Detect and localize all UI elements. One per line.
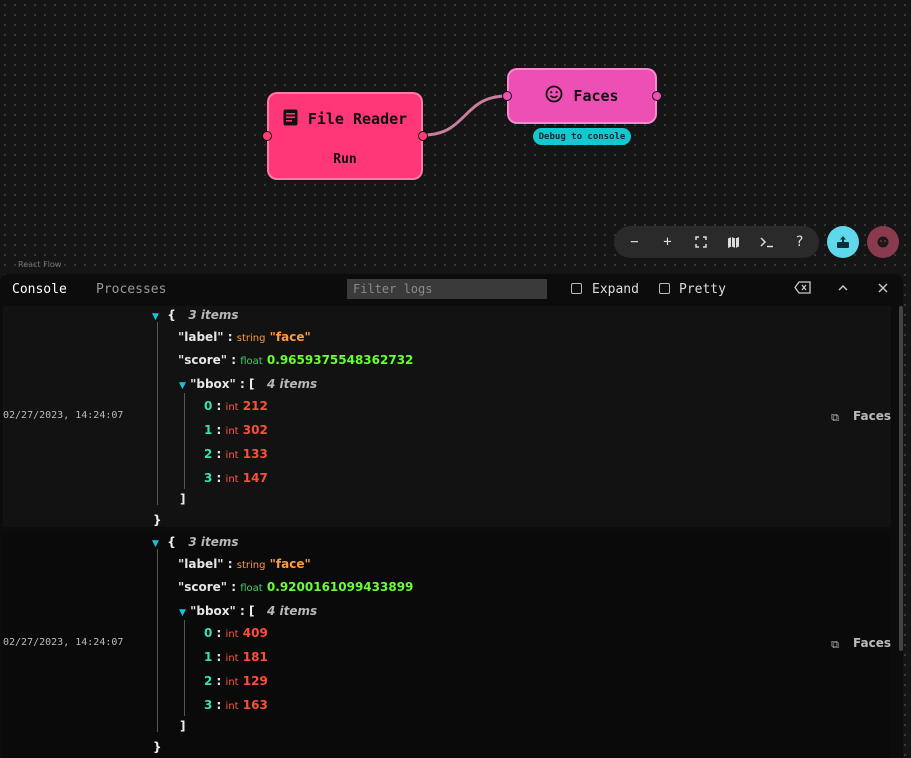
close-brace: } bbox=[153, 740, 162, 754]
property-score: "score" : float 0.9200161099433899 bbox=[178, 580, 414, 594]
log-timestamp: 02/27/2023, 14:24:07 bbox=[3, 410, 124, 421]
run-button[interactable]: Run bbox=[333, 152, 357, 167]
log-entry: 02/27/2023, 14:24:07 ⧉ Faces ▼ { 3 items… bbox=[3, 306, 891, 527]
log-timestamp: 02/27/2023, 14:24:07 bbox=[3, 637, 124, 648]
minimap-icon[interactable] bbox=[717, 226, 750, 258]
copy-icon[interactable]: ⧉ bbox=[831, 638, 839, 651]
smiley-icon bbox=[545, 85, 563, 107]
object-header[interactable]: ▼ { 3 items bbox=[152, 535, 239, 549]
document-icon bbox=[283, 109, 298, 130]
bbox-item: 1 : int 181 bbox=[204, 650, 268, 664]
node-title: File Reader bbox=[307, 110, 408, 128]
console-scrollbar[interactable] bbox=[899, 306, 903, 651]
share-button[interactable] bbox=[827, 226, 859, 258]
log-source: Faces bbox=[853, 636, 891, 650]
edge-filereader-faces bbox=[422, 94, 508, 137]
expand-label[interactable]: Expand bbox=[592, 282, 639, 297]
chevron-up-icon[interactable] bbox=[837, 280, 849, 298]
tab-processes[interactable]: Processes bbox=[96, 282, 167, 297]
object-header[interactable]: ▼ { 3 items bbox=[152, 308, 239, 322]
bbox-item: 3 : int 147 bbox=[204, 471, 268, 485]
output-handle[interactable] bbox=[652, 91, 662, 101]
debug-to-console-badge[interactable]: Debug to console bbox=[533, 128, 631, 145]
input-handle[interactable] bbox=[502, 91, 512, 101]
tree-guide bbox=[184, 620, 185, 716]
property-label: "label" : string "face" bbox=[178, 557, 311, 571]
fit-view-icon[interactable] bbox=[684, 226, 717, 258]
log-source: Faces bbox=[853, 409, 891, 423]
node-title: Faces bbox=[573, 87, 619, 105]
copy-icon[interactable]: ⧉ bbox=[831, 411, 839, 424]
bbox-item: 2 : int 133 bbox=[204, 447, 268, 461]
tab-console[interactable]: Console bbox=[12, 282, 67, 297]
input-handle[interactable] bbox=[262, 131, 272, 141]
tree-guide bbox=[157, 322, 158, 505]
filter-logs-input[interactable] bbox=[347, 279, 547, 299]
log-entry: 02/27/2023, 14:24:07 ⧉ Faces ▼ { 3 items… bbox=[3, 533, 891, 758]
avatar[interactable] bbox=[867, 226, 899, 258]
bbox-item: 2 : int 129 bbox=[204, 674, 268, 688]
zoom-in-icon[interactable]: + bbox=[663, 234, 672, 250]
bbox-item: 0 : int 409 bbox=[204, 626, 268, 640]
bbox-item: 1 : int 302 bbox=[204, 423, 268, 437]
property-bbox[interactable]: ▼ "bbox" : [ 4 items bbox=[179, 377, 318, 391]
tree-guide bbox=[184, 393, 185, 489]
zoom-out-icon[interactable]: − bbox=[630, 234, 639, 250]
close-bracket: ] bbox=[180, 719, 186, 733]
property-bbox[interactable]: ▼ "bbox" : [ 4 items bbox=[179, 604, 318, 618]
tree-guide bbox=[157, 549, 158, 732]
close-brace: } bbox=[153, 513, 162, 527]
close-bracket: ] bbox=[180, 492, 186, 506]
help-icon[interactable]: ? bbox=[795, 234, 804, 250]
caret-down-icon[interactable]: ▼ bbox=[152, 312, 159, 322]
faces-node[interactable]: Faces bbox=[502, 68, 662, 124]
caret-down-icon[interactable]: ▼ bbox=[179, 608, 186, 618]
caret-down-icon[interactable]: ▼ bbox=[179, 381, 186, 391]
bbox-item: 0 : int 212 bbox=[204, 399, 268, 413]
property-score: "score" : float 0.9659375548362732 bbox=[178, 353, 414, 367]
pretty-label[interactable]: Pretty bbox=[679, 282, 726, 297]
react-flow-attribution[interactable]: React Flow bbox=[18, 260, 62, 269]
expand-checkbox[interactable] bbox=[571, 283, 582, 294]
canvas-toolbar: − + ? bbox=[614, 226, 819, 258]
property-label: "label" : string "face" bbox=[178, 330, 311, 344]
clear-logs-icon[interactable] bbox=[794, 280, 811, 298]
console-panel: Console Processes Expand Pretty 02/27/20… bbox=[0, 274, 903, 758]
caret-down-icon[interactable]: ▼ bbox=[152, 539, 159, 549]
bbox-item: 3 : int 163 bbox=[204, 698, 268, 712]
terminal-icon[interactable] bbox=[750, 226, 783, 258]
pretty-checkbox[interactable] bbox=[659, 283, 670, 294]
output-handle[interactable] bbox=[418, 131, 428, 141]
file-reader-node[interactable]: File Reader Run bbox=[262, 92, 428, 180]
close-icon[interactable] bbox=[877, 280, 889, 298]
console-header: Console Processes Expand Pretty bbox=[0, 274, 903, 306]
